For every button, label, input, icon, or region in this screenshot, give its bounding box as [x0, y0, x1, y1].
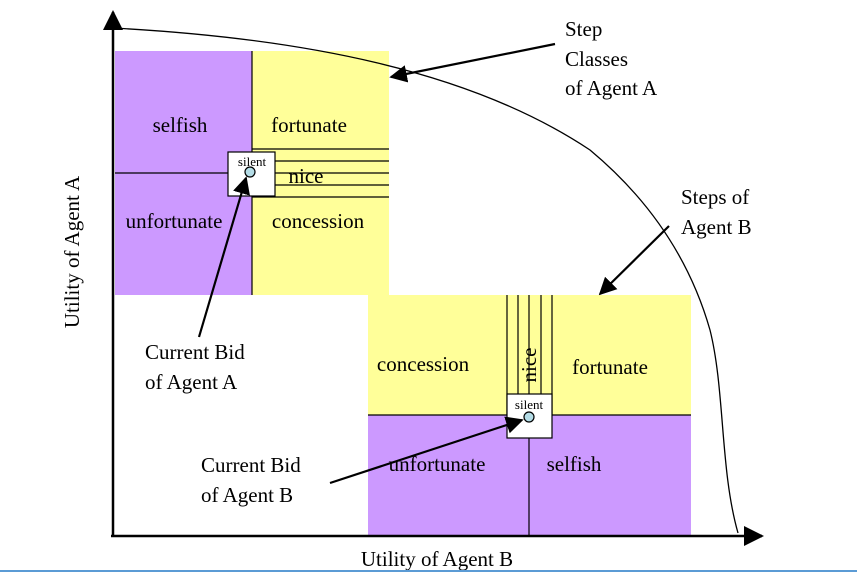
callout-line: of Agent A	[565, 76, 658, 100]
agent-a-bid-dot	[244, 166, 256, 178]
agent-b-unfortunate-label: unfortunate	[389, 452, 486, 476]
callout-arrow	[389, 42, 556, 83]
agent-a-quadrants: selfish fortunate nice unfortunate conce…	[115, 51, 389, 295]
agent-b-selfish-label: selfish	[547, 452, 602, 476]
agent-a-selfish-label: selfish	[153, 113, 208, 137]
callout-line: Agent B	[681, 215, 752, 239]
agent-a-step-classes-callout: Step Classes of Agent A	[389, 17, 658, 100]
callout-line: Current Bid	[145, 340, 245, 364]
callout-arrow	[197, 176, 250, 338]
x-axis-title: Utility of Agent B	[361, 547, 513, 571]
agent-b-fortunate-region	[529, 295, 691, 415]
agent-b-current-bid-callout: Current Bid of Agent B	[201, 416, 524, 507]
agent-b-fortunate-label: fortunate	[572, 355, 648, 379]
callout-arrow	[329, 416, 524, 485]
agent-b-steps-callout: Steps of Agent B	[598, 185, 752, 296]
agent-a-nice-label: nice	[289, 164, 324, 188]
callout-line: of Agent A	[145, 370, 238, 394]
agent-b-quadrants: concession nice fortunate unfortunate se…	[368, 295, 691, 535]
agent-a-current-bid-callout: Current Bid of Agent A	[145, 176, 250, 394]
callout-line: Steps of	[681, 185, 749, 209]
agent-b-bid-dot	[523, 411, 535, 423]
pareto-frontier-curve	[112, 27, 739, 534]
y-axis-title: Utility of Agent A	[60, 175, 84, 328]
callout-arrow	[598, 225, 670, 296]
agent-a-concession-label: concession	[272, 209, 365, 233]
agent-b-unfortunate-region	[368, 415, 529, 535]
agent-b-selfish-region	[529, 415, 691, 535]
agent-b-nice-label: nice	[517, 348, 541, 383]
agent-a-fortunate-label: fortunate	[271, 113, 347, 137]
agent-b-concession-label: concession	[377, 352, 470, 376]
agent-b-concession-region	[368, 295, 529, 415]
callout-line: Step	[565, 17, 602, 41]
callout-line: of Agent B	[201, 483, 293, 507]
agent-b-silent-label: silent	[515, 397, 544, 412]
callout-line: Current Bid	[201, 453, 301, 477]
callout-line: Classes	[565, 47, 628, 71]
agent-a-unfortunate-label: unfortunate	[126, 209, 223, 233]
agent-a-silent-label: silent	[238, 154, 267, 169]
